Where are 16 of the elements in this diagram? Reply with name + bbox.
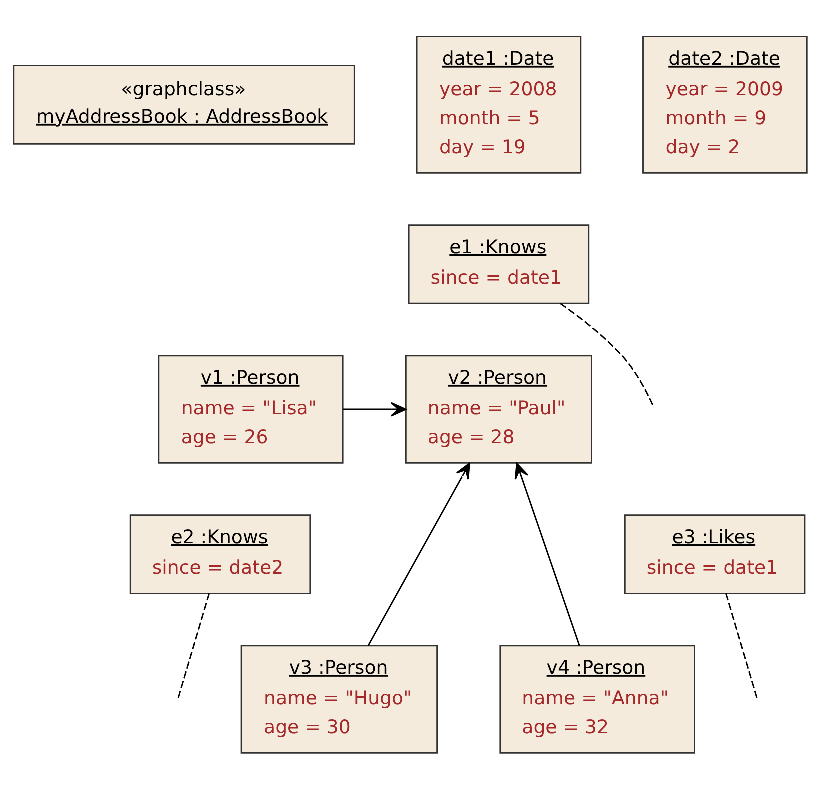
node-box: v2 :Person name = "Paul" age = 28 [405, 354, 592, 464]
node-box: v1 :Person name = "Lisa" age = 26 [158, 354, 344, 464]
arrow [343, 402, 407, 416]
connector [178, 592, 210, 698]
node-box: v3 :Person name = "Hugo" age = 30 [240, 644, 438, 754]
arrow [514, 462, 580, 646]
node-box: e1 :Knows since = date1 [408, 224, 590, 304]
node-box: date2 :Date year = 2009 month = 9 day = 2 [642, 36, 808, 174]
node-box: e3 :Likes since = date1 [624, 514, 806, 594]
connector [726, 592, 758, 698]
node-box: «graphclass» myAddressBook : AddressBook [13, 64, 356, 144]
node-box: v4 :Person name = "Anna" age = 32 [500, 644, 696, 754]
connector [560, 302, 655, 408]
node-box: e2 :Knows since = date2 [130, 514, 312, 594]
arrow [368, 462, 470, 646]
node-box: date1 :Date year = 2008 month = 5 day = 19 [416, 36, 582, 174]
